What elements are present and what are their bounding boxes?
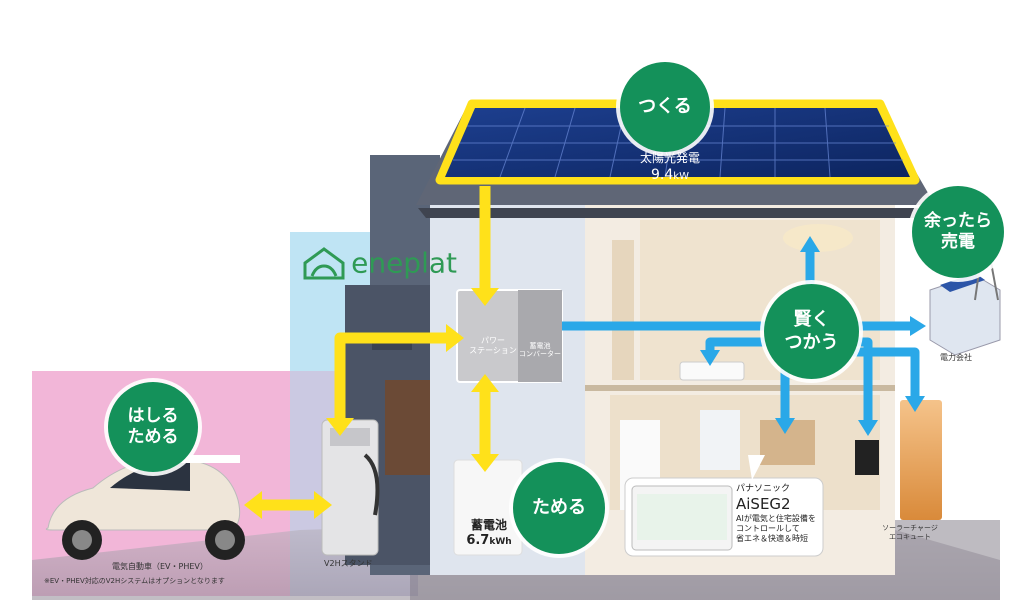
solar-unit: kW	[673, 171, 689, 183]
eco-cute-tank	[900, 400, 942, 520]
sell-line2: 売電	[941, 232, 975, 252]
use-line2: つかう	[784, 331, 839, 353]
drive-line1: はしる	[127, 405, 179, 426]
home-icon	[303, 247, 345, 280]
drive-bubble: はしるためる	[108, 382, 198, 472]
aiseg-name: AiSEG2	[736, 495, 791, 514]
logo-text: eneplat	[351, 246, 457, 280]
aiseg-desc1: AIが電気と住宅設備を	[736, 514, 816, 523]
energy-flow-blue-heads	[700, 236, 926, 436]
sell-line1: 余ったら	[924, 210, 992, 231]
battery-value: 6.7	[466, 533, 490, 548]
drive-line2: ためる	[127, 427, 179, 447]
eneplat-logo: eneplat	[302, 246, 457, 280]
energy-flow-blue	[562, 250, 920, 422]
make-bubble: つくる	[620, 62, 710, 152]
aiseg-desc3: 省エネ＆快適＆時短	[736, 534, 808, 543]
make-label: つくる	[638, 95, 692, 117]
ecocute-label: ソーラーチャージ エコキュート	[874, 524, 946, 542]
power-station-label: パワー ステーション	[468, 336, 518, 355]
solar-value: 9.4	[651, 167, 674, 184]
use-line1: 賢く	[793, 309, 830, 330]
energy-flow-yellow	[258, 186, 491, 511]
ecocute-line2: エコキュート	[889, 533, 931, 542]
ecocute-line1: ソーラーチャージ	[882, 524, 938, 532]
solar-title: 太陽光発電	[639, 151, 700, 165]
converter-line1: 蓄電池	[529, 342, 551, 350]
ev-car	[45, 455, 245, 560]
store-label: ためる	[532, 496, 586, 518]
converter-line2: コンバーター	[519, 350, 561, 359]
power-station-line1: パワー	[481, 336, 505, 345]
solar-label: 太陽光発電 9.4kW	[625, 150, 715, 185]
aiseg-text: パナソニック AiSEG2 AIが電気と住宅設備を コントロールして 省エネ＆快…	[736, 484, 816, 544]
battery-label: 蓄電池 6.7kWh	[458, 518, 520, 549]
energy-flow-yellow-heads	[244, 288, 499, 519]
utility-label: 電力会社	[940, 353, 972, 362]
ev-note: ※EV・PHEV対応のV2Hシステムはオプションとなります	[44, 577, 225, 585]
battery-unit: kWh	[489, 537, 512, 547]
battery-title: 蓄電池	[470, 518, 507, 532]
ev-label: 電気自動車（EV・PHEV）	[112, 562, 208, 571]
front-door	[385, 380, 430, 475]
aiseg-maker: パナソニック	[736, 484, 791, 494]
power-station-line2: ステーション	[469, 345, 517, 355]
store-bubble: ためる	[513, 462, 605, 554]
utility-building	[929, 229, 1001, 356]
v2h-label: V2Hスタンド	[324, 559, 373, 568]
sell-bubble: 余ったら売電	[912, 186, 1004, 278]
aiseg-desc2: コントロールして	[736, 524, 800, 533]
battery-converter-label: 蓄電池 コンバーター	[518, 342, 562, 359]
use-bubble: 賢くつかう	[764, 284, 859, 379]
